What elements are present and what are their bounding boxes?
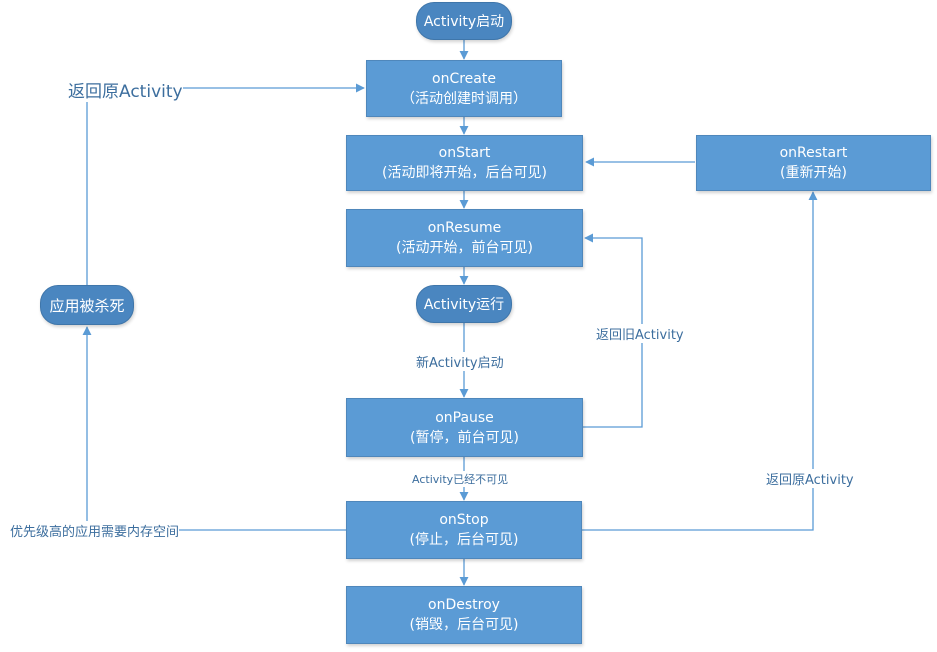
onrestart-title: onRestart [779, 145, 848, 161]
onstart-desc: (活动即将开始，后台可见) [382, 165, 547, 181]
label-activity-invisible: Activity已经不可见 [412, 471, 509, 487]
onresume-title: onResume [427, 220, 502, 236]
app-killed-node: 应用被杀死 [40, 285, 134, 325]
arrow-onstop-to-appkilled [82, 326, 346, 531]
ondestroy-node: onDestroy (销毁，后台可见) [346, 586, 582, 644]
app-killed-label: 应用被杀死 [49, 296, 125, 315]
label-higher-priority-app: 优先级高的应用需要内存空间 [10, 521, 180, 540]
onstop-desc: (停止，后台可见) [409, 532, 519, 548]
activity-start-label: Activity启动 [423, 14, 505, 30]
label-return-original-right: 返回原Activity [766, 469, 854, 488]
onpause-title: onPause [435, 409, 494, 426]
onstart-title: onStart [438, 145, 491, 161]
oncreate-node: onCreate （活动创建时调用） [366, 60, 562, 117]
ondestroy-desc: (销毁，后台可见) [409, 617, 519, 633]
onpause-node: onPause (暂停，前台可见) [346, 398, 583, 457]
onstart-node: onStart (活动即将开始，后台可见) [346, 135, 583, 191]
label-new-activity-started: 新Activity启动 [416, 352, 504, 371]
oncreate-desc: （活动创建时调用） [401, 90, 527, 107]
onstop-node: onStop (停止，后台可见) [346, 501, 582, 559]
activity-start-node: Activity启动 [416, 2, 512, 40]
activity-running-node: Activity运行 [416, 285, 512, 323]
onrestart-desc: (重新开始) [780, 165, 847, 181]
onresume-desc: (活动开始，前台可见) [396, 240, 533, 256]
arrow-appkilled-to-oncreate [86, 83, 365, 285]
onpause-desc: (暂停，前台可见) [410, 429, 519, 446]
onresume-node: onResume (活动开始，前台可见) [346, 209, 583, 267]
onstop-title: onStop [439, 512, 489, 528]
ondestroy-title: onDestroy [428, 597, 500, 613]
activity-running-label: Activity运行 [423, 297, 505, 313]
label-return-old-activity: 返回旧Activity [596, 324, 684, 343]
oncreate-title: onCreate [432, 70, 496, 87]
onrestart-node: onRestart (重新开始) [696, 135, 931, 191]
label-return-original-left: 返回原Activity [68, 77, 183, 102]
arrow-onstop-to-onrestart [582, 191, 818, 531]
